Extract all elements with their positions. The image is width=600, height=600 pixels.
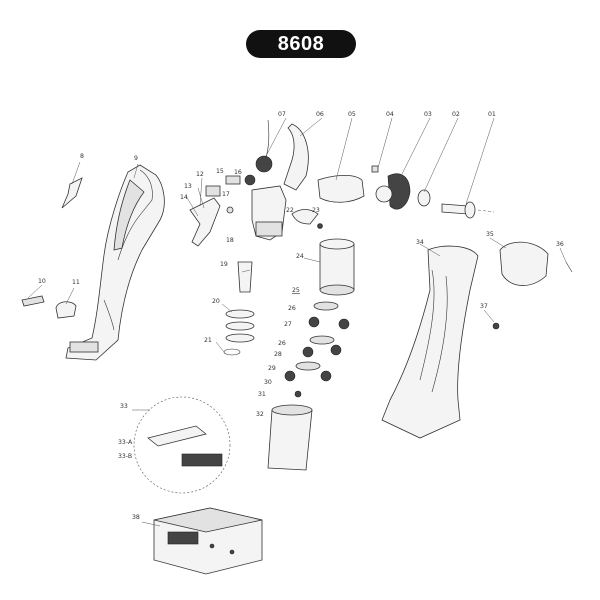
label-11: 11	[72, 279, 80, 286]
label-29: 29	[268, 365, 276, 372]
left-handle-housing	[65, 164, 165, 361]
label-02: 02	[452, 111, 460, 118]
label-32: 32	[256, 411, 264, 418]
part-22-bracket	[291, 209, 319, 225]
label-26-lower: 26	[278, 340, 286, 347]
label-33: 33	[120, 403, 128, 410]
label-23: 23	[312, 207, 320, 214]
leader-lines	[27, 117, 567, 527]
label-37: 37	[480, 303, 488, 310]
part-15-16-pinion	[225, 174, 256, 186]
label-27: 27	[284, 321, 292, 328]
part-labels: 8 9 10 11 12 13 14 15 16 17 18 19 20 21 …	[38, 111, 564, 521]
label-16: 16	[234, 169, 242, 176]
label-22: 22	[286, 207, 294, 214]
label-38: 38	[132, 514, 140, 521]
label-9: 9	[134, 155, 138, 162]
label-07: 07	[278, 111, 286, 118]
part-24-cylinder	[319, 238, 355, 296]
label-04: 04	[386, 111, 394, 118]
label-01: 01	[488, 111, 496, 118]
model-number-badge: 8608	[246, 30, 356, 58]
label-26-upper: 26	[288, 305, 296, 312]
label-30: 30	[264, 379, 272, 386]
part-36-pin	[565, 261, 573, 273]
part-10-washer	[21, 295, 45, 307]
part-11-cap	[55, 301, 77, 319]
label-8: 8	[80, 153, 84, 160]
label-36: 36	[556, 241, 564, 248]
part-34-right-handle	[381, 245, 479, 439]
label-15: 15	[216, 168, 224, 175]
label-10: 10	[38, 278, 46, 285]
part-32-reservoir	[267, 404, 313, 471]
part-20-ring-stack	[225, 309, 255, 343]
label-05: 05	[348, 111, 356, 118]
part-02-washer	[417, 189, 431, 207]
label-18: 18	[226, 237, 234, 244]
part-23-screw	[317, 223, 323, 229]
part-03-ring-gear	[375, 173, 411, 210]
part-21-clip	[223, 348, 241, 356]
valve-stack	[284, 301, 350, 398]
label-24: 24	[296, 253, 304, 260]
part-37-screw	[492, 322, 500, 330]
label-06: 06	[316, 111, 324, 118]
label-20: 20	[212, 298, 220, 305]
part-35-cover	[499, 241, 549, 286]
label-03: 03	[424, 111, 432, 118]
part-07-gear	[255, 119, 273, 173]
label-28: 28	[274, 351, 282, 358]
part-8-blade	[61, 177, 83, 209]
part-19-pinion-shaft	[237, 261, 253, 293]
label-35: 35	[486, 231, 494, 238]
label-34: 34	[416, 239, 424, 246]
label-17: 17	[222, 191, 230, 198]
part-01-bolt	[441, 201, 495, 219]
label-33-a: 33-A	[118, 439, 133, 446]
part-04-pin	[371, 165, 379, 173]
model-number: 8608	[277, 32, 325, 55]
label-25: 25	[292, 287, 300, 294]
label-33-b: 33-B	[118, 453, 132, 460]
part-38-battery	[153, 507, 263, 575]
label-31: 31	[258, 391, 266, 398]
trigger-assembly	[189, 185, 234, 247]
label-21: 21	[204, 337, 212, 344]
part-05-head-housing	[317, 175, 365, 203]
part-06-jaw	[283, 123, 309, 191]
label-19: 19	[220, 261, 228, 268]
part-33-detail-inset	[132, 396, 231, 494]
label-14: 14	[180, 194, 188, 201]
label-12: 12	[196, 171, 204, 178]
part-18-housing-block	[251, 185, 287, 241]
label-13: 13	[184, 183, 192, 190]
